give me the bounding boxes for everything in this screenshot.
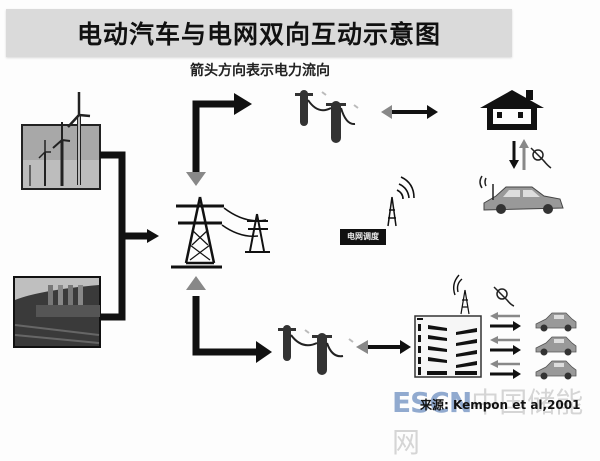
house-icon — [480, 90, 544, 130]
fleet-car-1 — [535, 312, 577, 332]
plug-icon-fleet — [493, 286, 515, 307]
transmission-tower-icon — [171, 196, 270, 269]
power-plant-icon — [13, 276, 101, 348]
plug-icon — [530, 147, 552, 169]
arrow-grid-to-bottom-distribution — [186, 276, 272, 363]
wind-farm-icon — [21, 92, 101, 190]
dispatch-tower-icon — [387, 176, 415, 227]
arrow-to-tower — [147, 229, 159, 243]
watermark: ESCN中国储能网 — [392, 381, 600, 461]
flow-diagram — [13, 90, 577, 380]
single-car-icon — [479, 175, 564, 214]
fleet-car-3 — [535, 360, 577, 380]
bidirectional-arrow-top — [381, 105, 438, 119]
fleet-arrows — [490, 312, 521, 379]
diagram-subtitle: 箭头方向表示电力流向 — [190, 63, 330, 79]
parking-building-icon — [414, 274, 482, 378]
watermark-latin: ESCN — [392, 386, 472, 419]
diagram-title: 电动汽车与电网双向互动示意图 — [76, 20, 441, 49]
source-citation: 来源: Kempon et al,2001 — [420, 398, 581, 412]
distribution-poles-bottom-icon — [278, 325, 354, 375]
title-bar: 电动汽车与电网双向互动示意图 — [6, 9, 512, 57]
grid-dispatch-label: 电网调度 — [340, 229, 386, 245]
fleet-car-2 — [535, 336, 577, 356]
arrow-grid-to-top-distribution — [186, 93, 252, 186]
source-connector — [100, 151, 148, 321]
bidirectional-arrow-house-car — [509, 139, 529, 170]
bidirectional-arrow-bottom — [356, 340, 411, 354]
distribution-poles-top-icon — [295, 90, 359, 143]
